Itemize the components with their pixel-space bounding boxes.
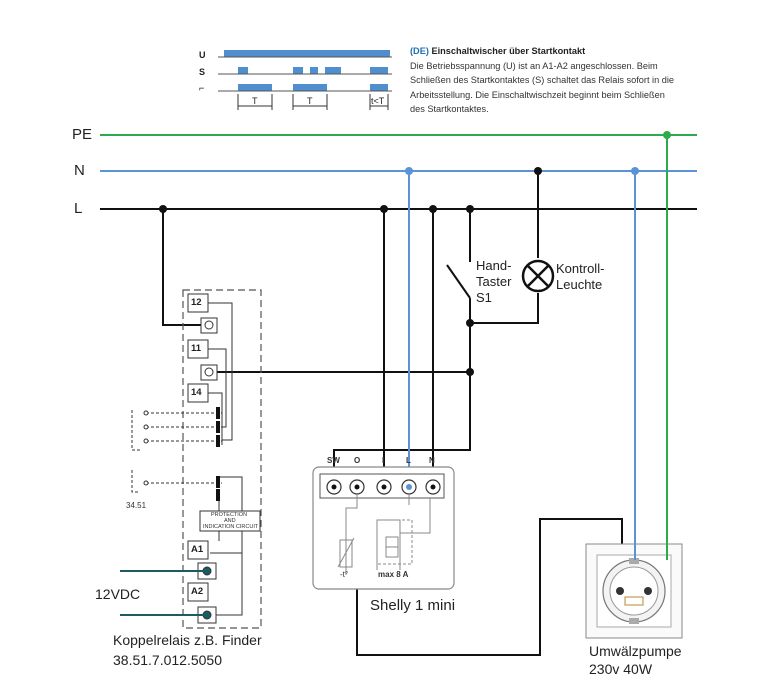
switch-label-3: S1 bbox=[476, 290, 492, 305]
timing-t2: T bbox=[307, 96, 313, 106]
timing-tag: (DE) bbox=[410, 46, 429, 56]
switch-label-1: Hand- bbox=[476, 258, 512, 273]
shelly-terminal-sw: SW bbox=[327, 456, 340, 465]
timing-row-contact: ⌐ bbox=[199, 83, 205, 93]
relay-caption-1: Koppelrelais z.B. Finder bbox=[113, 632, 262, 648]
relay-terminal-a2: A2 bbox=[191, 586, 204, 597]
lamp-label-1: Kontroll- bbox=[556, 261, 605, 276]
protection-line-3: INDICATION CIRCUIT bbox=[203, 524, 259, 530]
control-lamp bbox=[521, 259, 555, 293]
relay-terminal-14: 14 bbox=[191, 387, 202, 398]
timing-description-block: (DE) Einschaltwischer über Startkontakt … bbox=[410, 44, 680, 117]
protection-line-1: PROTECTION bbox=[211, 512, 248, 518]
timing-chart bbox=[218, 50, 392, 110]
switch-label-2: Taster bbox=[476, 274, 512, 289]
relay-model-code: 34.51 bbox=[126, 501, 147, 510]
supply-wires bbox=[120, 570, 205, 616]
shelly-terminal-l: L bbox=[406, 456, 411, 465]
shelly-caption: Shelly 1 mini bbox=[370, 597, 456, 614]
l-label: L bbox=[74, 200, 83, 217]
lamp-label-2: Leuchte bbox=[556, 277, 603, 292]
shelly-terminal-i: I bbox=[382, 456, 385, 465]
protection-line-2: AND bbox=[224, 518, 236, 524]
timing-t3: t<T bbox=[371, 96, 385, 106]
timing-row-s: S bbox=[199, 67, 206, 77]
shelly-terminal-o: O bbox=[354, 456, 361, 465]
shelly-terminal-n: N bbox=[429, 456, 435, 465]
hand-switch-s1 bbox=[446, 238, 471, 302]
shelly-module bbox=[312, 466, 455, 590]
timing-description: Die Betriebsspannung (U) ist an A1-A2 an… bbox=[410, 60, 675, 115]
junction-dots bbox=[159, 131, 671, 376]
n-label: N bbox=[74, 162, 85, 179]
supply-label: 12VDC bbox=[95, 586, 141, 602]
relay-terminal-a1: A1 bbox=[191, 544, 204, 555]
pe-label: PE bbox=[72, 126, 93, 143]
shelly-rating: max 8 A bbox=[378, 570, 409, 579]
timing-title: Einschaltwischer über Startkontakt bbox=[431, 46, 586, 56]
shelly-temp-mark: -t° bbox=[340, 570, 349, 579]
coupling-relay bbox=[131, 289, 262, 629]
relay-terminal-11: 11 bbox=[191, 343, 202, 354]
relay-terminal-12: 12 bbox=[191, 297, 202, 308]
relay-caption-2: 38.51.7.012.5050 bbox=[113, 652, 222, 668]
timing-t1: T bbox=[252, 96, 258, 106]
timing-row-u: U bbox=[199, 50, 206, 60]
socket-caption-1: Umwälzpumpe bbox=[589, 643, 682, 659]
socket-caption-2: 230v 40W bbox=[589, 661, 653, 677]
